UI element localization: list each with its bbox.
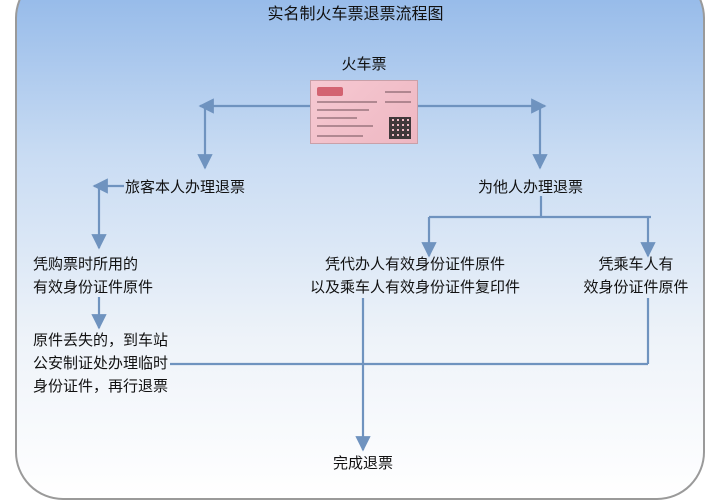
- node-agent-line1: 凭代办人有效身份证件原件: [324, 255, 505, 273]
- train-ticket-image: [310, 80, 418, 144]
- node-lost-line1: 原件丢失的，到车站: [33, 331, 169, 349]
- node-passenger-line1: 凭乘车人有: [598, 255, 674, 273]
- ticket-label: 火车票: [341, 55, 387, 73]
- node-self-refund: 旅客本人办理退票: [125, 178, 246, 196]
- node-agent-line2: 以及乘车人有效身份证件复印件: [309, 278, 520, 296]
- node-other-refund: 为他人办理退票: [478, 178, 584, 196]
- qr-code-icon: [389, 117, 411, 139]
- node-lost-line2: 公安制证处办理临时: [33, 354, 169, 372]
- node-self-id-line2: 有效身份证件原件: [33, 278, 154, 296]
- node-self-id-line1: 凭购票时所用的: [33, 255, 139, 273]
- diagram-title: 实名制火车票退票流程图: [267, 4, 444, 23]
- node-lost-line3: 身份证件，再行退票: [33, 377, 169, 395]
- connector-lines: [91, 98, 656, 452]
- ticket-stamp: [317, 87, 343, 96]
- node-passenger-line2: 效身份证件原件: [583, 278, 689, 296]
- flowchart-stage: 实名制火车票退票流程图 火车票 旅客本人办理退票 为他人办理退票 凭购票时所用的…: [15, 0, 705, 500]
- node-done: 完成退票: [332, 454, 393, 472]
